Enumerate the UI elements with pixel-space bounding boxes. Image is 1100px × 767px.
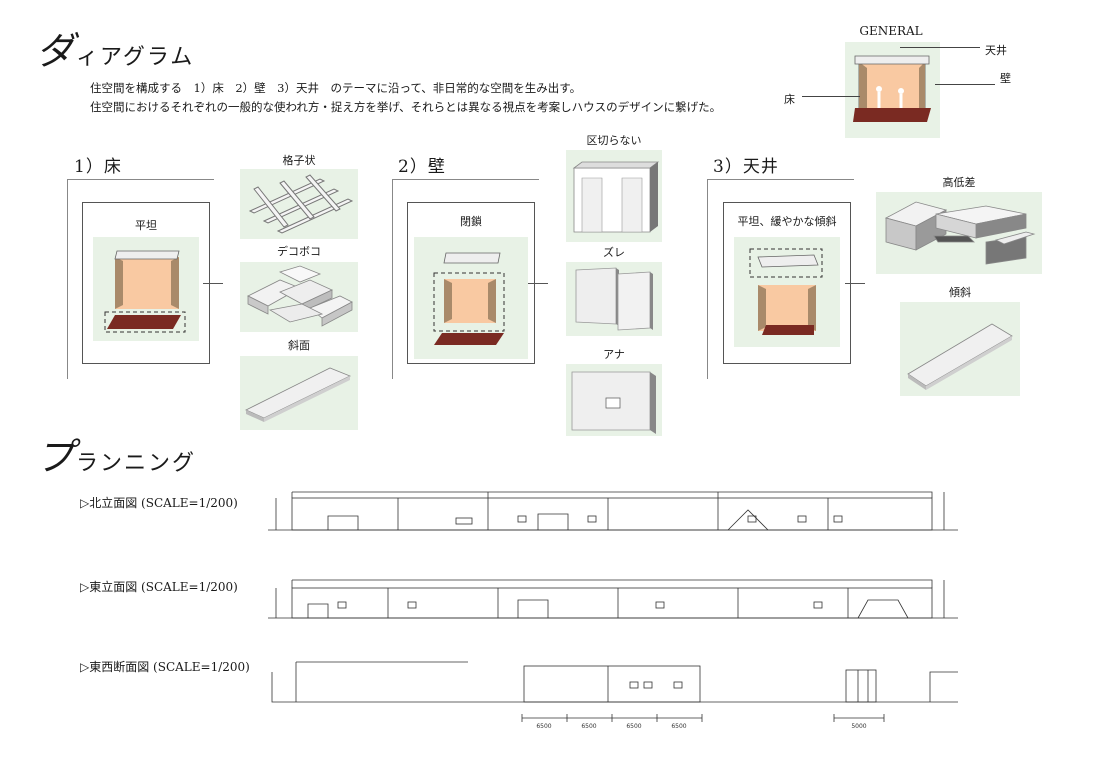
north-elevation-drawing [268, 488, 958, 536]
ceiling-variant-slope-label: 傾斜 [949, 286, 971, 299]
floor-variant-grid-label: 格子状 [282, 154, 316, 167]
label-ceiling: 天井 [985, 44, 1007, 57]
diagram-title: ダィアグラム [36, 20, 194, 75]
wall-base-card: 閉鎖 [407, 202, 535, 364]
dim-5: 5000 [851, 723, 866, 730]
floor-base-illustration [93, 237, 199, 341]
floor-variant-bumpy-label: デコボコ [277, 245, 321, 258]
wall-variant-open-label: 区切らない [586, 134, 642, 147]
diagram-title-rest: ィアグラム [76, 45, 195, 70]
ceiling-base-card: 平坦、緩やかな傾斜 [723, 202, 851, 364]
section-wall-vrule [392, 179, 393, 379]
wall-variant-hole-label: アナ [603, 348, 625, 361]
section-ceiling-title: 3）天井 [713, 157, 779, 177]
section-floor-vrule [67, 179, 68, 379]
dim-4: 6500 [671, 723, 686, 730]
floor-variant-slope [240, 356, 358, 430]
planning-title-rest: ランニング [76, 451, 197, 476]
wall-variant-shift-label: ズレ [603, 246, 625, 259]
wall-base-label: 閉鎖 [460, 215, 482, 228]
floor-variant-bumpy [240, 262, 358, 332]
section-ceiling-rule [708, 179, 854, 180]
section-drawing-label: ▷東西断面図 (SCALE=1/200) [80, 660, 250, 674]
ceiling-variant-height [876, 192, 1042, 274]
section-floor-rule [68, 179, 214, 180]
east-west-section-drawing: 6500 6500 6500 6500 5000 [268, 656, 958, 732]
wall-variant-open [566, 150, 662, 242]
dim-1: 6500 [536, 723, 551, 730]
floor-arrow [203, 283, 223, 284]
diagram-title-initial: ダ [36, 29, 77, 73]
description-line-1: 住空間を構成する 1）床 2）壁 3）天井 のテーマに沿って、非日常的な空間を生… [90, 81, 582, 95]
dim-2: 6500 [581, 723, 596, 730]
planning-title-initial: プ [36, 435, 77, 479]
wall-base-illustration [414, 237, 528, 359]
floor-base-label: 平坦 [135, 219, 157, 232]
dim-3: 6500 [626, 723, 641, 730]
diagram-description: 住空間を構成する 1）床 2）壁 3）天井 のテーマに沿って、非日常的な空間を生… [90, 79, 721, 117]
wall-variant-hole [566, 364, 662, 436]
east-elevation-label: ▷東立面図 (SCALE=1/200) [80, 580, 238, 594]
planning-title: プランニング [36, 426, 196, 481]
floor-variant-slope-label: 斜面 [288, 339, 310, 352]
label-wall: 壁 [1000, 72, 1011, 85]
floor-base-card: 平坦 [82, 202, 210, 364]
wall-variant-shift [566, 262, 662, 336]
section-floor-title: 1）床 [74, 157, 122, 177]
leader-ceiling [900, 47, 980, 48]
ceiling-variant-height-label: 高低差 [942, 176, 976, 189]
ceiling-base-illustration [734, 237, 840, 347]
general-diagram [845, 42, 940, 138]
general-title: GENERAL [859, 24, 923, 38]
section-wall-rule [393, 179, 539, 180]
ceiling-variant-slope [900, 302, 1020, 396]
ceiling-base-label: 平坦、緩やかな傾斜 [737, 215, 837, 228]
north-elevation-label: ▷北立面図 (SCALE=1/200) [80, 496, 238, 510]
east-elevation-drawing [268, 576, 958, 624]
general-room-illustration [853, 55, 931, 122]
description-line-2: 住空間におけるそれぞれの一般的な使われ方・捉え方を挙げ、それらとは異なる視点を考… [90, 100, 722, 114]
wall-arrow [528, 283, 548, 284]
leader-wall [935, 84, 995, 85]
section-wall-title: 2）壁 [398, 157, 446, 177]
floor-variant-grid [240, 169, 358, 239]
ceiling-arrow [845, 283, 865, 284]
section-ceiling-vrule [707, 179, 708, 379]
label-floor: 床 [784, 93, 795, 106]
leader-floor [802, 96, 860, 97]
